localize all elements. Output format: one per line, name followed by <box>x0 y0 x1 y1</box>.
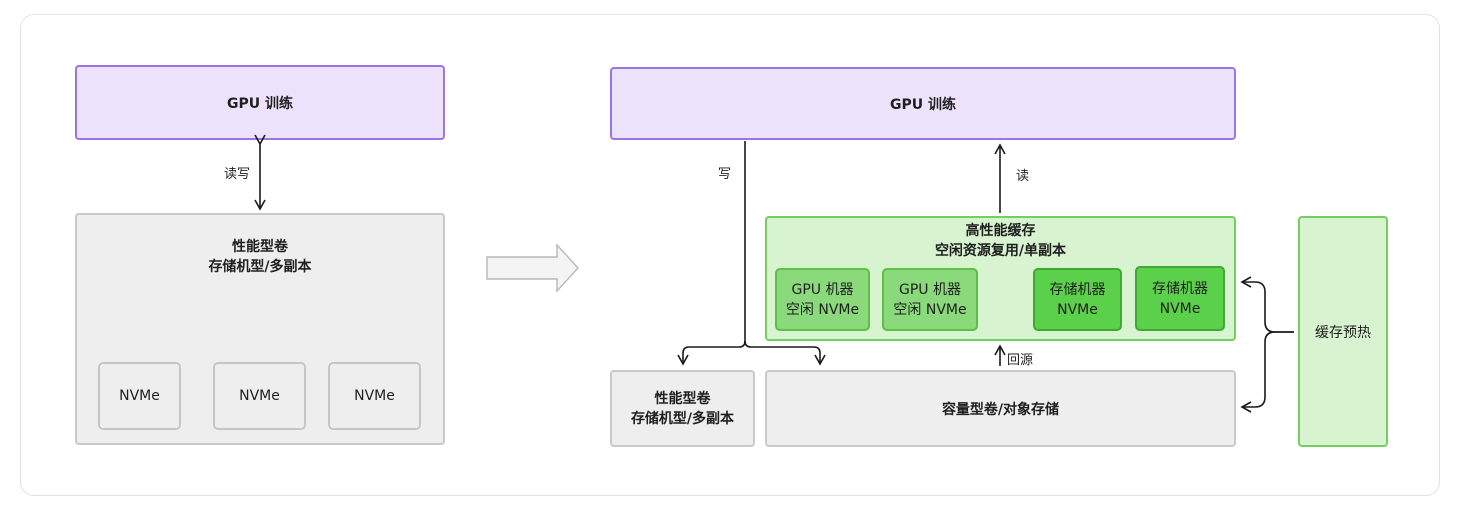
right-perf-volume-title: 性能型卷 <box>654 390 711 407</box>
left-perf-volume-title: 性能型卷 <box>232 239 288 255</box>
right-write-label: 写 <box>718 167 732 182</box>
capacity-volume-label: 容量型卷/对象存储 <box>941 401 1060 418</box>
left-nvme-2: NVMe <box>213 362 306 430</box>
cache-node-storage-1-subtitle: NVMe <box>1057 301 1098 318</box>
cache-subtitle: 空闲资源复用/单副本 <box>934 243 1067 259</box>
cache-node-storage-2-title: 存储机器 <box>1152 280 1208 297</box>
cache-node-gpu-2-subtitle: 空闲 NVMe <box>893 301 967 318</box>
back-to-source-label: 回源 <box>1007 353 1034 368</box>
left-gpu-training-label: GPU 训练 <box>227 95 293 112</box>
transition-arrow <box>486 243 579 293</box>
cache-node-gpu-2: GPU 机器 空闲 NVMe <box>882 268 978 331</box>
cache-node-gpu-2-title: GPU 机器 <box>898 281 961 298</box>
write-path-trunk <box>677 141 746 366</box>
right-gpu-training-box: GPU 训练 <box>610 67 1236 140</box>
write-path-branch <box>744 340 826 366</box>
cache-node-gpu-1-subtitle: 空闲 NVMe <box>785 301 860 318</box>
cache-node-gpu-1-title: GPU 机器 <box>791 281 854 298</box>
right-gpu-training-label: GPU 训练 <box>890 96 956 113</box>
left-perf-volume-subtitle: 存储机型/多副本 <box>208 259 312 275</box>
cache-title: 高性能缓存 <box>965 223 1036 239</box>
cache-node-gpu-1: GPU 机器 空闲 NVMe <box>775 268 870 331</box>
capacity-volume-box: 容量型卷/对象存储 <box>765 370 1236 447</box>
left-nvme-3: NVMe <box>328 362 421 430</box>
right-read-label: 读 <box>1016 169 1030 184</box>
cache-prewarm-box: 缓存预热 <box>1298 216 1388 447</box>
prewarm-to-capacity-arrow <box>1240 331 1294 413</box>
left-nvme-1: NVMe <box>98 362 181 430</box>
left-nvme-1-label: NVMe <box>119 388 160 404</box>
cache-node-storage-1-title: 存储机器 <box>1049 281 1106 298</box>
left-gpu-training-box: GPU 训练 <box>75 65 445 140</box>
cache-node-storage-1: 存储机器 NVMe <box>1033 268 1122 331</box>
left-nvme-2-label: NVMe <box>239 388 280 404</box>
prewarm-to-cache-arrow <box>1240 276 1294 333</box>
right-perf-volume-subtitle: 存储机型/多副本 <box>630 410 735 427</box>
right-performance-volume-box: 性能型卷 存储机型/多副本 <box>610 370 755 447</box>
left-nvme-3-label: NVMe <box>354 388 395 404</box>
cache-node-storage-2-subtitle: NVMe <box>1159 300 1201 317</box>
cache-node-storage-2: 存储机器 NVMe <box>1135 266 1225 331</box>
left-read-write-label: 读写 <box>224 167 251 182</box>
cache-prewarm-label: 缓存预热 <box>1315 324 1371 341</box>
